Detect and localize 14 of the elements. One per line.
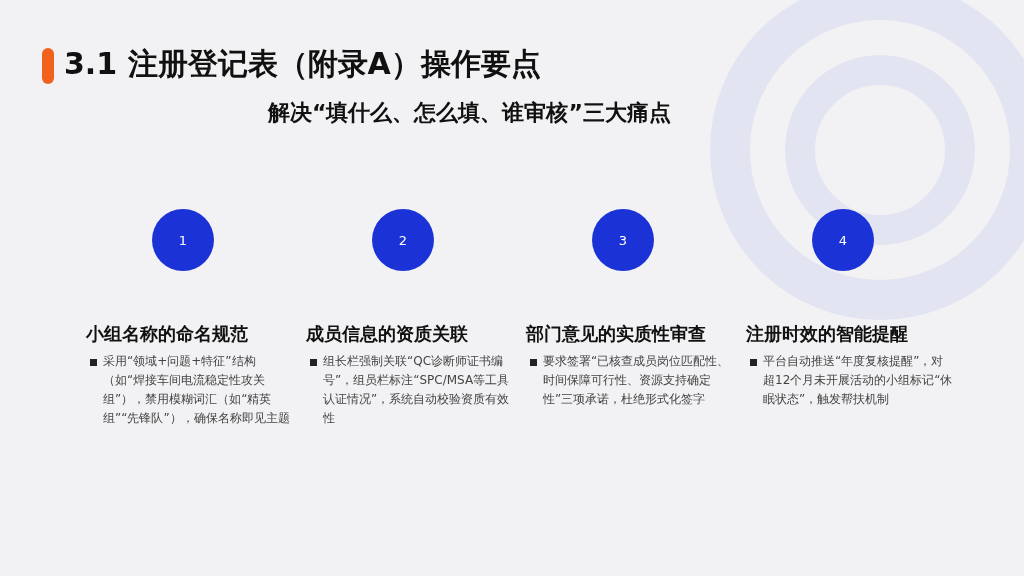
column-heading: 小组名称的命名规范 — [86, 322, 248, 346]
column-heading: 成员信息的资质关联 — [306, 322, 468, 346]
bullet-text: 组长栏强制关联“QC诊断师证书编号”，组员栏标注“SPC/MSA等工具认证情况”，系统自动校验资质有效性 — [323, 353, 511, 427]
number-circle: 4 — [812, 209, 874, 271]
bullet-text: 采用“领域+问题+特征”结构（如“焊接车间电流稳定性攻关组”），禁用模糊词汇（如“精英组”“先锋队”），确保名称即见主题 — [103, 353, 291, 427]
bullet-text: 要求签署“已核查成员岗位匹配性、时间保障可行性、资源支持确定性”三项承诺，杜绝形式化签字 — [543, 353, 731, 408]
number-circle: 2 — [372, 209, 434, 271]
bullet-text: 平台自动推送“年度复核提醒”，对超12个月未开展活动的小组标记“休眠状态”，触发帮扶机制 — [763, 353, 954, 408]
subtitle: 解决“填什么、怎么填、谁审核”三大痛点 — [268, 99, 671, 127]
number-circle: 3 — [592, 209, 654, 271]
slide-title: 3.1 注册登记表（附录A）操作要点 — [64, 45, 541, 83]
number-circle: 1 — [152, 209, 214, 271]
column-heading: 部门意见的实质性审查 — [526, 322, 706, 346]
column-heading: 注册时效的智能提醒 — [746, 322, 908, 346]
